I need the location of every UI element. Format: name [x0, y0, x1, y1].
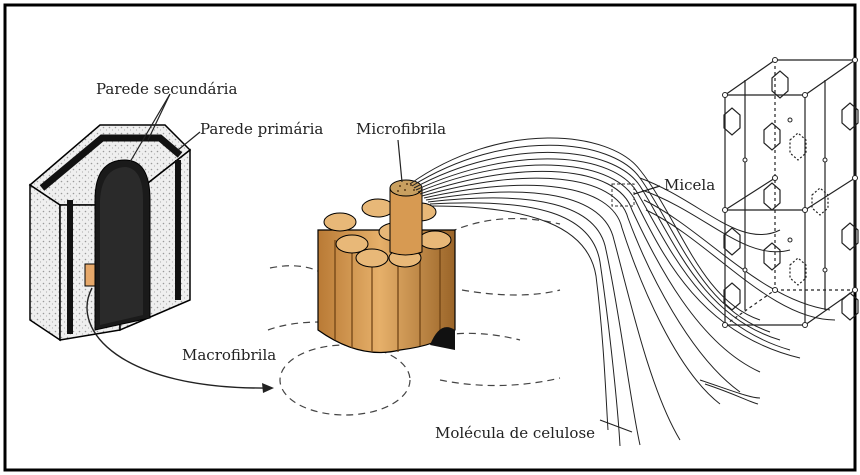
label-micela: Micela: [664, 176, 715, 194]
arrow-head: [262, 383, 274, 393]
label-parede-primaria: Parede primária: [200, 120, 323, 138]
label-parede-secundaria: Parede secundária: [96, 80, 237, 98]
label-molecula-celulose: Molécula de celulose: [435, 424, 595, 442]
cell-wall-block: [30, 125, 190, 340]
leader-microfibrila: [398, 140, 402, 182]
label-microfibrila: Microfibrila: [356, 120, 446, 138]
leader-molecula: [600, 420, 632, 432]
crystal-lattice: [724, 60, 858, 325]
lattice-nodes: [723, 58, 858, 328]
label-macrofibrila: Macrofibrila: [182, 346, 276, 364]
